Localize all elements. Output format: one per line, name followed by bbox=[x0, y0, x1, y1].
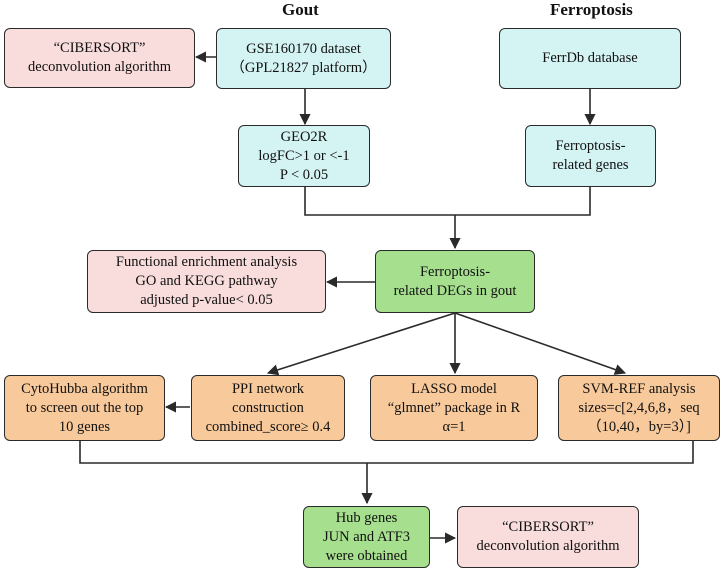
cytohubba-line3: 10 genes bbox=[58, 418, 111, 435]
hub-line3: were obtained bbox=[325, 547, 408, 564]
enrichment-box: Functional enrichment analysis GO and KE… bbox=[87, 250, 326, 313]
cibersort-top-line2: deconvolution algorithm bbox=[28, 59, 171, 75]
lasso-model-box: LASSO model “glmnet” package in R α=1 bbox=[370, 375, 538, 441]
hub-line2: JUN and ATF3 bbox=[322, 528, 410, 545]
arrow-degs-to-ppi bbox=[266, 312, 456, 376]
gse-line2: （GPL21827 platform） bbox=[230, 59, 377, 76]
cytohubba-line1: CytoHubba algorithm bbox=[21, 380, 148, 397]
geo2r-line3: P < 0.05 bbox=[279, 166, 329, 183]
gse-line1: GSE160170 dataset bbox=[246, 40, 361, 57]
cytohubba-box: CytoHubba algorithm to screen out the to… bbox=[4, 375, 165, 441]
arrow-degs-to-svm bbox=[454, 312, 627, 375]
svm-ref-box: SVM-REF analysis sizes=c[2,4,6,8，seq （10… bbox=[558, 375, 720, 441]
enrichment-line2: GO and KEGG pathway bbox=[135, 273, 278, 289]
svm-line2: sizes=c[2,4,6,8，seq bbox=[578, 399, 700, 416]
lasso-line3: α=1 bbox=[442, 418, 466, 435]
ppi-line3: combined_score≥ 0.4 bbox=[205, 418, 331, 435]
cibersort-bottom-line2: deconvolution algorithm bbox=[476, 538, 620, 554]
ferro-genes-line2: related genes bbox=[552, 157, 629, 173]
lasso-line1: LASSO model bbox=[411, 380, 497, 397]
heading-ferroptosis: Ferroptosis bbox=[550, 0, 633, 19]
geo2r-line1: GEO2R bbox=[280, 128, 328, 145]
ferro-genes-line1: Ferroptosis- bbox=[555, 138, 626, 154]
enrichment-line1: Functional enrichment analysis bbox=[115, 254, 298, 270]
ferroptosis-degs-box: Ferroptosis- related DEGs in gout bbox=[375, 250, 535, 313]
heading-gout: Gout bbox=[282, 0, 319, 19]
ppi-network-box: PPI network construction combined_score≥… bbox=[191, 375, 345, 441]
ferroptosis-genes-box: Ferroptosis- related genes bbox=[525, 125, 656, 187]
cibersort-bottom-line1: “CIBERSORT” bbox=[502, 519, 594, 535]
lasso-line2: “glmnet” package in R bbox=[387, 399, 521, 416]
gse-dataset-box: GSE160170 dataset （GPL21827 platform） bbox=[216, 28, 391, 89]
cytohubba-line2: to screen out the top bbox=[25, 399, 144, 416]
ppi-line1: PPI network bbox=[231, 380, 305, 397]
cibersort-box-top: “CIBERSORT” deconvolution algorithm bbox=[4, 28, 195, 88]
cibersort-top-line1: “CIBERSORT” bbox=[53, 40, 146, 56]
svm-line3: （10,40，by=3）] bbox=[587, 418, 691, 435]
degs-line1: Ferroptosis- bbox=[419, 263, 491, 280]
ferrdb-box: FerrDb database bbox=[499, 28, 681, 89]
degs-line2: related DEGs in gout bbox=[393, 282, 517, 299]
svm-line1: SVM-REF analysis bbox=[582, 380, 696, 397]
geo2r-line2: logFC>1 or <-1 bbox=[258, 147, 350, 164]
ferrdb-line1: FerrDb database bbox=[542, 50, 638, 66]
hub-line1: Hub genes bbox=[335, 509, 398, 526]
merge-line-bottom bbox=[79, 441, 694, 464]
geo2r-box: GEO2R logFC>1 or <-1 P < 0.05 bbox=[238, 125, 370, 187]
enrichment-line3: adjusted p-value< 0.05 bbox=[140, 292, 273, 308]
ppi-line2: construction bbox=[232, 399, 304, 416]
cibersort-box-bottom: “CIBERSORT” deconvolution algorithm bbox=[457, 506, 639, 568]
hub-genes-box: Hub genes JUN and ATF3 were obtained bbox=[303, 506, 430, 568]
merge-line-top bbox=[304, 187, 591, 216]
